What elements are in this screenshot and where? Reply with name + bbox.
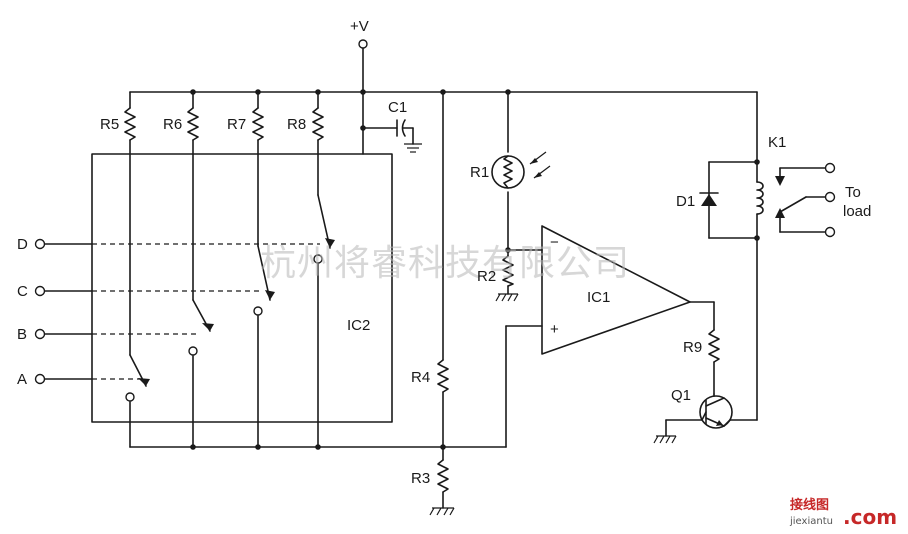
- input-terminal-c: [34, 285, 46, 297]
- label-load: load: [843, 203, 871, 220]
- capacitor-c1: [396, 119, 406, 137]
- label-r1: R1: [470, 164, 489, 181]
- resistor-r9: [708, 329, 720, 363]
- load-terminal-2: [824, 191, 836, 203]
- label-r2: R2: [477, 268, 496, 285]
- logo-suffix: .com: [843, 505, 897, 529]
- label-ic1: IC1: [587, 289, 610, 306]
- label-supply: +V: [350, 18, 369, 35]
- label-c1: C1: [388, 99, 407, 116]
- input-terminal-a: [34, 373, 46, 385]
- resistor-r7: [252, 107, 264, 141]
- relay-contact-arrows: [775, 176, 785, 218]
- watermark-text: 杭州将睿科技有限公司: [260, 243, 630, 284]
- label-minus: −: [550, 234, 559, 251]
- label-q1: Q1: [671, 387, 691, 404]
- label-input-d: D: [17, 236, 28, 253]
- relay-k1-coil: [756, 161, 764, 239]
- ground-symbols: [404, 143, 677, 516]
- label-r4: R4: [411, 369, 430, 386]
- component-labels: +V R5 R6 R7 R8 C1 R1 R2 R4 R3 R9 IC1 IC2…: [17, 18, 871, 487]
- resistor-r2: [502, 255, 514, 287]
- resistor-r8: [312, 107, 324, 141]
- label-r5: R5: [100, 116, 119, 133]
- junction-dots: [190, 89, 760, 450]
- supply-terminal: [358, 39, 368, 49]
- label-k1: K1: [768, 134, 786, 151]
- resistors: [124, 107, 720, 493]
- label-r7: R7: [227, 116, 246, 133]
- label-r6: R6: [163, 116, 182, 133]
- switch-arrowheads: [138, 238, 335, 386]
- label-plus: +: [550, 321, 559, 338]
- diode-d1: [699, 192, 719, 206]
- logo-brand: 接线图: [790, 497, 829, 513]
- resistor-r5: [124, 107, 136, 141]
- load-terminal-3: [824, 226, 836, 238]
- label-input-c: C: [17, 283, 28, 300]
- logo-domain: jiexiantu: [789, 516, 833, 527]
- label-input-b: B: [17, 326, 27, 343]
- label-ic2: IC2: [347, 317, 370, 334]
- load-terminal-1: [824, 162, 836, 174]
- input-terminal-b: [34, 328, 46, 340]
- resistor-r4: [437, 359, 449, 393]
- switch-linkages: [92, 243, 320, 380]
- ground-c1: [404, 143, 422, 153]
- ground-q1: [653, 435, 677, 444]
- label-d1: D1: [676, 193, 695, 210]
- label-r9: R9: [683, 339, 702, 356]
- resistor-r6: [187, 107, 199, 141]
- terminals: [34, 39, 836, 385]
- label-input-a: A: [17, 371, 27, 388]
- label-load-to: To: [845, 184, 861, 201]
- site-logo: 接线图 jiexiantu .com: [789, 497, 897, 529]
- transistor-q1: [699, 393, 733, 429]
- resistor-r3: [437, 459, 449, 493]
- opamp-ic1: [541, 225, 691, 355]
- input-terminal-d: [34, 238, 46, 250]
- ic2-body: [91, 153, 393, 423]
- ground-r3: [429, 507, 455, 516]
- label-r3: R3: [411, 470, 430, 487]
- photoresistor-r1: [491, 151, 551, 189]
- label-r8: R8: [287, 116, 306, 133]
- switch-contacts: [125, 254, 323, 402]
- ground-r2: [495, 293, 519, 302]
